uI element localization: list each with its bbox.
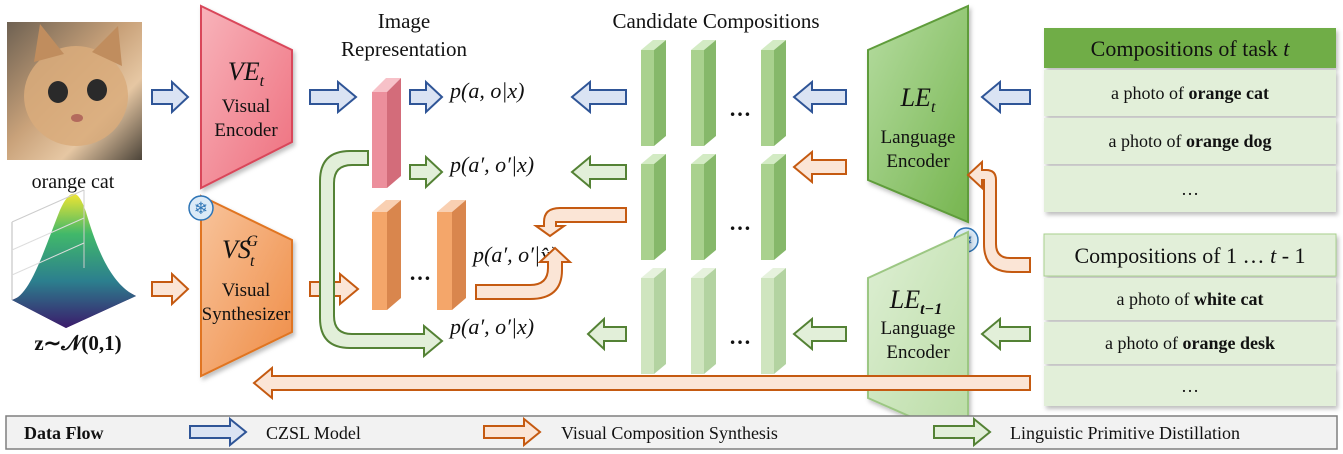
synthesized-feature <box>372 200 401 310</box>
visual-encoder-block: VEt Visual Encoder <box>200 4 293 190</box>
visual-encoder-line1: Visual <box>222 96 270 117</box>
candidate-ellipsis: … <box>729 210 751 235</box>
synthesis-flow-arrows <box>151 149 1031 401</box>
orange-cat-photo <box>7 22 142 160</box>
lang-encoder-prev-line1: Language <box>881 318 956 339</box>
candidate-ellipsis: … <box>729 96 751 121</box>
visual-encoder-line2: Encoder <box>214 120 278 141</box>
task-panel-row: a photo of orange dog <box>1109 131 1272 151</box>
prob-label-2: p(a′, o′|x) <box>448 152 534 177</box>
prob-label-3: p(a′, o′|x̂) <box>471 242 557 267</box>
distillation-flow-arrows <box>319 150 1031 359</box>
legend-czsl-arrow-icon <box>189 416 248 448</box>
candidate-compositions-title: Candidate Compositions <box>612 9 819 33</box>
gaussian-surface-plot <box>11 189 136 328</box>
language-encoder-prev-block: LEt−1 Language Encoder <box>867 230 969 444</box>
lang-encoder-task-line1: Language <box>881 127 956 148</box>
image-representation-feature <box>372 78 401 188</box>
image-repr-title-line1: Image <box>378 9 430 33</box>
task-compositions-panel <box>1044 28 1336 212</box>
prev-compositions-panel <box>1043 233 1337 406</box>
lang-encoder-task-line2: Encoder <box>886 151 950 172</box>
visual-synthesizer-block: VStG Visual Synthesizer <box>200 194 293 378</box>
prev-panel-row: a photo of white cat <box>1117 289 1264 309</box>
czsl-flow-arrows <box>151 79 1031 115</box>
prev-panel-row: a photo of orange desk <box>1105 333 1275 353</box>
image-repr-title-line2: Representation <box>341 37 467 61</box>
visual-synth-symbol: VStG <box>222 233 258 270</box>
legend-distillation-arrow-icon <box>933 416 992 448</box>
task-panel-title: Compositions of task t <box>1091 36 1291 61</box>
legend-synthesis-label: Visual Composition Synthesis <box>561 423 778 443</box>
synth-ellipsis: … <box>409 260 431 285</box>
candidate-columns-prev <box>641 268 786 374</box>
synthesized-feature <box>437 200 466 310</box>
prob-label-1: p(a, o|x) <box>448 78 524 103</box>
legend-distillation-label: Linguistic Primitive Distillation <box>1010 423 1240 443</box>
visual-synth-line1: Visual <box>222 280 270 301</box>
prev-panel-title: Compositions of 1 … t - 1 <box>1074 243 1305 268</box>
image-label: orange cat <box>32 171 115 193</box>
candidate-columns-task <box>641 40 786 260</box>
visual-synth-line2: Synthesizer <box>202 304 291 325</box>
task-panel-row: … <box>1181 179 1199 199</box>
legend-synthesis-arrow-icon <box>483 416 542 448</box>
lang-encoder-prev-symbol: LEt−1 <box>889 285 942 318</box>
lang-encoder-prev-line2: Encoder <box>886 342 950 363</box>
noise-label: z∼𝒩(0,1) <box>34 331 121 355</box>
legend-title: Data Flow <box>24 423 104 443</box>
prob-label-4: p(a′, o′|x) <box>448 314 534 339</box>
frozen-snowflake-icon: ❄ <box>188 195 214 221</box>
svg-text:❄: ❄ <box>194 199 208 219</box>
lang-encoder-task-symbol: LEt <box>900 83 936 116</box>
legend-czsl-label: CZSL Model <box>266 423 361 443</box>
prev-panel-row: … <box>1181 376 1199 396</box>
candidate-ellipsis: … <box>729 324 751 349</box>
language-encoder-task-block: LEt Language Encoder <box>867 4 969 224</box>
visual-encoder-symbol: VEt <box>228 57 265 90</box>
task-panel-row: a photo of orange cat <box>1111 83 1269 103</box>
